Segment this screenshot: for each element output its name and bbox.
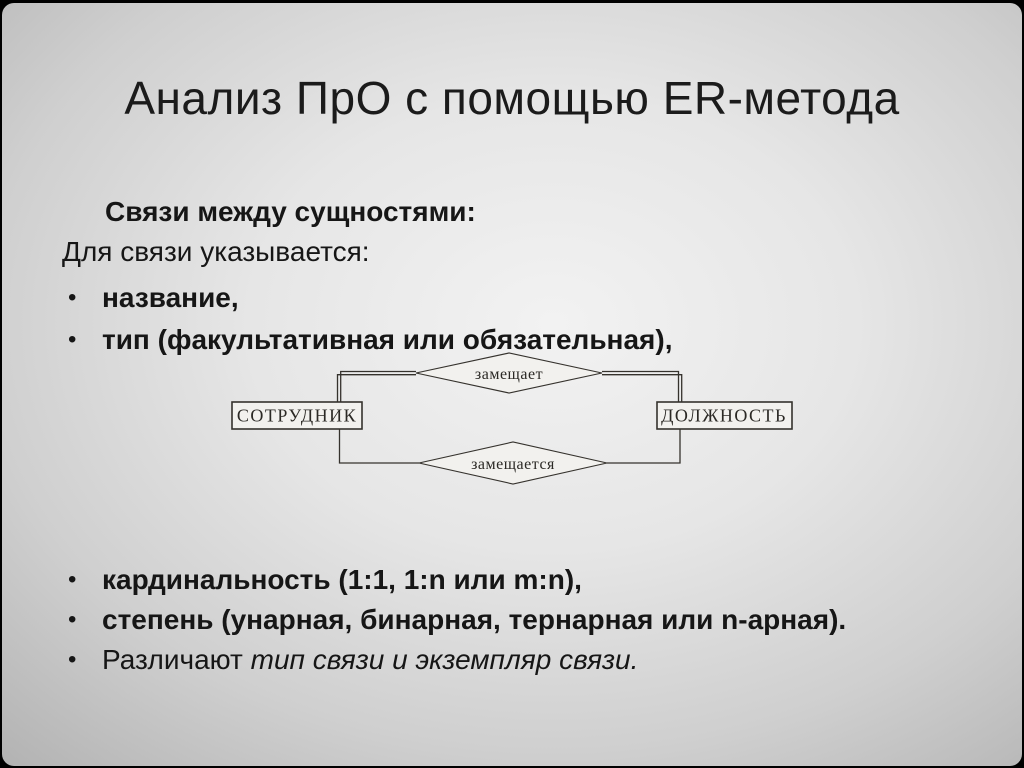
bullet-type-label: тип (факультативная или обязательная), bbox=[102, 324, 673, 355]
er-diagram: СОТРУДНИК ДОЛЖНОСТЬ замещает замещается bbox=[230, 350, 805, 490]
slide: Анализ ПрО с помощью ER-метода Связи меж… bbox=[2, 3, 1022, 766]
bullet-cardinality-label: кардинальность (1:1, 1:n или m:n), bbox=[102, 564, 582, 595]
bullet-dot-icon: • bbox=[68, 326, 77, 353]
connector-top-left-inner bbox=[336, 374, 416, 402]
entity-box-employee bbox=[231, 401, 363, 430]
connector-top-left-outer bbox=[340, 370, 416, 402]
bullet-cardinality: • кардинальность (1:1, 1:n или m:n), bbox=[68, 563, 582, 597]
bullet-dot-icon: • bbox=[68, 606, 77, 633]
relationship-diamond-bottom bbox=[418, 441, 608, 485]
bullet-degree-label: степень (унарная, бинарная, тернарная ил… bbox=[102, 604, 847, 635]
slide-title: Анализ ПрО с помощью ER-метода bbox=[124, 72, 900, 124]
bullet-name-label: название, bbox=[102, 282, 239, 313]
connector-top-right-outer bbox=[602, 370, 680, 402]
bullet-distinguish-italic: тип связи и экземпляр связи. bbox=[250, 644, 639, 675]
relation-bottom-label: замещается bbox=[471, 456, 555, 473]
bullet-dot-icon: • bbox=[68, 646, 77, 673]
entity-box-position bbox=[656, 401, 793, 430]
bullet-dot-icon: • bbox=[68, 566, 77, 593]
subheading-relationship-attrs: Для связи указывается: bbox=[62, 236, 370, 267]
heading-relationships: Связи между сущностями: bbox=[105, 196, 476, 227]
entity-position-label: ДОЛЖНОСТЬ bbox=[661, 406, 787, 426]
bullet-distinguish-prefix: Различают bbox=[102, 644, 251, 675]
er-diagram-canvas: СОТРУДНИК ДОЛЖНОСТЬ замещает замещается bbox=[231, 352, 793, 485]
bullet-distinguish-text: Различают тип связи и экземпляр связи. bbox=[102, 643, 638, 677]
relation-top-label: замещает bbox=[475, 366, 543, 383]
bullet-dot-icon: • bbox=[68, 284, 77, 311]
bullet-name: • название, bbox=[68, 281, 239, 315]
bullet-type: • тип (факультативная или обязательная), bbox=[68, 323, 673, 357]
bullet-distinguish: • Различают тип связи и экземпляр связи. bbox=[68, 643, 638, 677]
relationship-diamond-top bbox=[415, 352, 603, 394]
connector-top-right-inner bbox=[602, 374, 683, 402]
connector-bottom-left bbox=[338, 428, 419, 464]
bullet-degree: • степень (унарная, бинарная, тернарная и… bbox=[68, 603, 846, 637]
connector-bottom-right bbox=[607, 428, 681, 464]
entity-employee-label: СОТРУДНИК bbox=[237, 406, 357, 426]
